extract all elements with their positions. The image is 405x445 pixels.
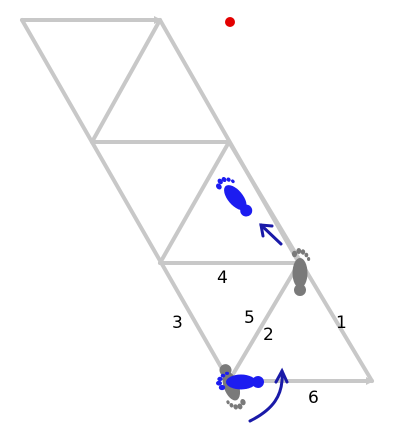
lattice-diag-5 [158,140,231,265]
edge-label-3: 3 [172,313,183,333]
gray-footprint-icon [291,248,311,296]
curved-arrow-icon [248,367,289,423]
edge-label-6: 6 [308,388,319,408]
lattice-diag-1 [20,18,231,383]
edge-label-2: 2 [263,325,274,345]
edge-label-1: 1 [336,313,347,333]
red-dot-marker [225,17,235,27]
lattice-diag-4 [90,18,162,144]
edge-label-4: 4 [217,268,228,288]
lattice [20,16,374,385]
straight-arrow-icon [259,223,283,246]
lattice-diag-6 [227,261,301,383]
edge-label-5: 5 [244,308,255,328]
